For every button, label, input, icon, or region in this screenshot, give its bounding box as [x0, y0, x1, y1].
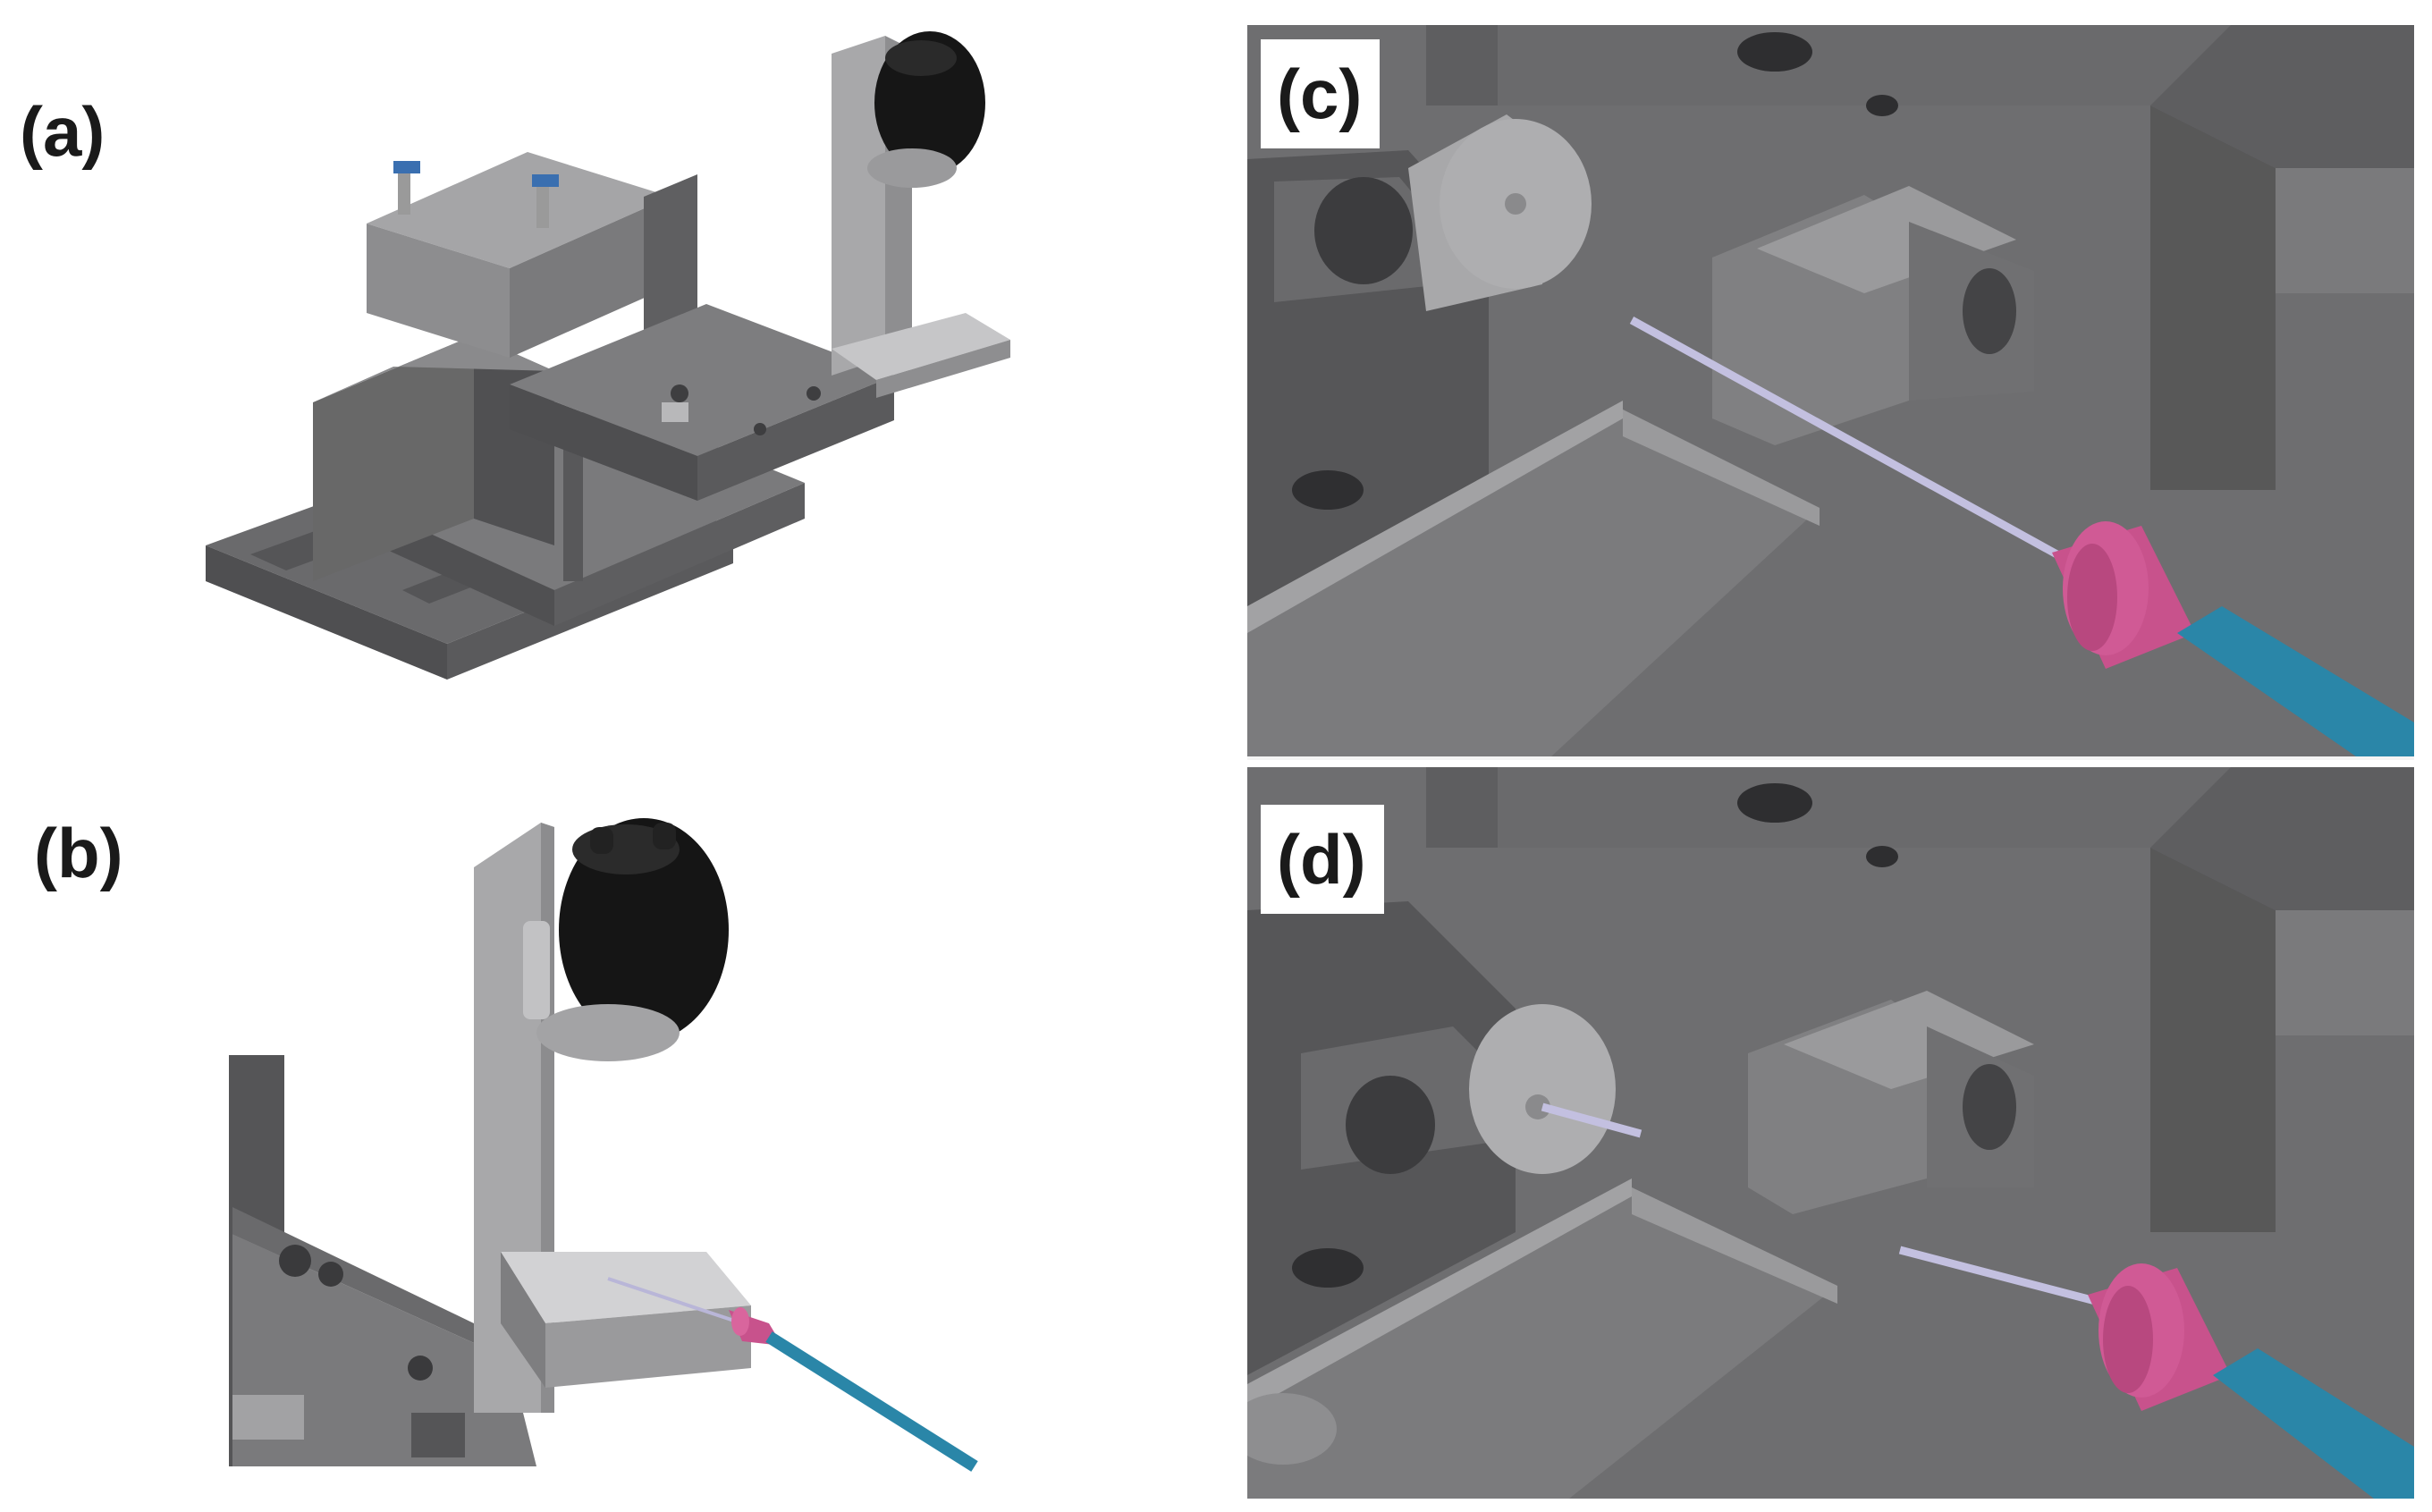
panel-a-image — [179, 18, 1010, 751]
insertion-render-before — [1247, 25, 2414, 756]
panel-b-image — [179, 787, 1010, 1475]
panel-label-b: (b) — [34, 814, 123, 892]
panel-label-a: (a) — [20, 92, 106, 171]
panel-c-image — [1247, 25, 2414, 760]
assembly-render-full — [206, 31, 1010, 680]
panel-label-d: (d) — [1261, 805, 1384, 914]
panel-label-c: (c) — [1261, 39, 1381, 148]
insertion-render-after — [1247, 767, 2414, 1499]
panel-d-image — [1247, 767, 2414, 1499]
bracket-render-closeup — [229, 818, 978, 1472]
